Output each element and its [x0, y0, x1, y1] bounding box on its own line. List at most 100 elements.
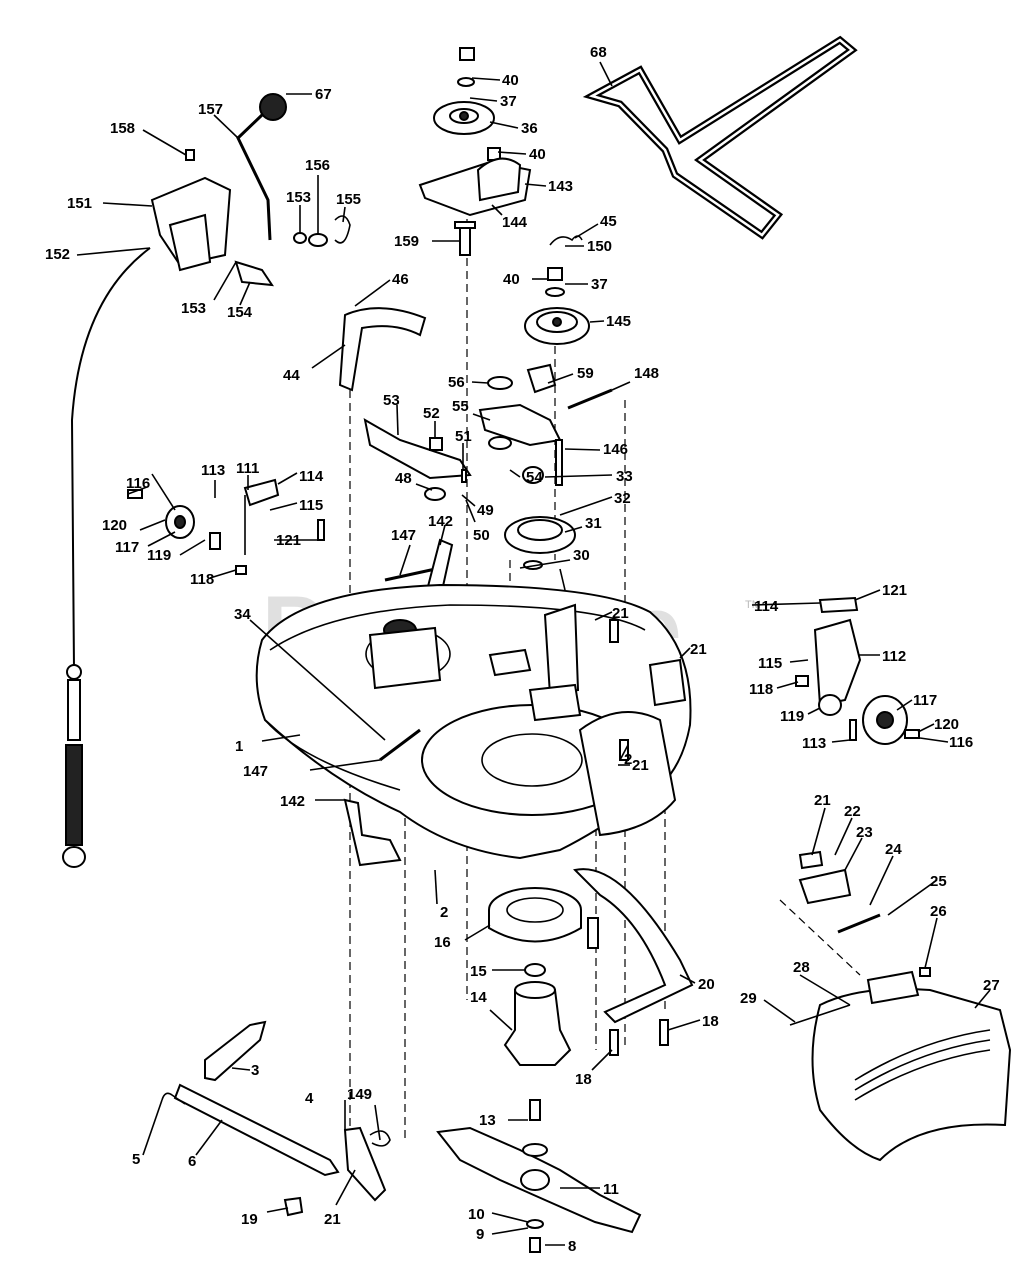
callout-59: 59: [577, 365, 594, 382]
callout-144: 144: [502, 214, 528, 231]
callout-119: 119: [780, 708, 804, 725]
callout-14: 14: [470, 989, 487, 1006]
callout-153: 153: [286, 189, 311, 206]
callout-22: 22: [844, 803, 861, 820]
idler-assembly-middle: [524, 235, 590, 345]
callout-18: 18: [702, 1013, 719, 1030]
callout-143: 143: [548, 178, 573, 195]
callout-25: 25: [930, 873, 947, 890]
callout-52: 52: [423, 405, 440, 422]
callout-147: 147: [391, 527, 416, 544]
callout-120: 120: [102, 517, 127, 534]
callout-113: 113: [201, 462, 225, 479]
callout-152: 152: [45, 246, 70, 263]
callout-31: 31: [585, 515, 602, 532]
callout-157: 157: [198, 101, 223, 118]
drive-belt: [582, 35, 858, 240]
callout-11: 11: [603, 1181, 619, 1198]
callout-2: 2: [624, 751, 632, 768]
callout-158: 158: [110, 120, 135, 137]
callout-153: 153: [181, 300, 206, 317]
deck-lift-left-cluster: [127, 478, 325, 575]
callout-21: 21: [324, 1211, 341, 1228]
callout-146: 146: [603, 441, 628, 458]
mower-deck: [255, 583, 692, 860]
callout-15: 15: [470, 963, 487, 980]
callout-40: 40: [502, 72, 519, 89]
callout-29: 29: [740, 990, 757, 1007]
callout-116: 116: [126, 475, 150, 492]
callout-116: 116: [949, 734, 973, 751]
callout-150: 150: [587, 238, 612, 255]
callout-21: 21: [814, 792, 831, 809]
callout-154: 154: [227, 304, 253, 321]
callout-156: 156: [305, 157, 330, 174]
callout-26: 26: [930, 903, 947, 920]
callout-37: 37: [591, 276, 608, 293]
callout-155: 155: [336, 191, 361, 208]
callout-121: 121: [882, 582, 907, 599]
callout-111: 111: [236, 460, 259, 477]
callout-159: 159: [394, 233, 419, 250]
deck-lift-right-cluster: [795, 596, 920, 745]
callout-51: 51: [455, 428, 472, 445]
callout-45: 45: [600, 213, 617, 230]
callout-54: 54: [526, 469, 543, 486]
callout-114: 114: [754, 598, 779, 615]
callout-67: 67: [315, 86, 332, 103]
callout-6: 6: [188, 1153, 196, 1170]
callout-44: 44: [283, 367, 300, 384]
callout-16: 16: [434, 934, 451, 951]
callout-19: 19: [241, 1211, 258, 1228]
callout-121: 121: [276, 532, 301, 549]
callout-50: 50: [473, 527, 490, 544]
callout-115: 115: [299, 497, 323, 514]
callout-147: 147: [243, 763, 268, 780]
callout-21: 21: [632, 757, 649, 774]
callout-145: 145: [606, 313, 631, 330]
callout-21: 21: [612, 605, 629, 622]
callout-30: 30: [573, 547, 590, 564]
callout-49: 49: [477, 502, 494, 519]
callout-120: 120: [934, 716, 959, 733]
callout-117: 117: [913, 692, 937, 709]
callout-32: 32: [614, 490, 631, 507]
callout-18: 18: [575, 1071, 592, 1088]
lift-links: [161, 1020, 391, 1217]
callout-9: 9: [476, 1226, 484, 1243]
leader-lines: [76, 61, 991, 1246]
callout-23: 23: [856, 824, 873, 841]
callout-13: 13: [479, 1112, 496, 1129]
callout-53: 53: [383, 392, 400, 409]
callout-labels: 68 40 37 36 40 143 144 159 45 150 40 37 …: [45, 44, 1000, 1255]
callout-142: 142: [428, 513, 453, 530]
callout-142: 142: [280, 793, 305, 810]
callout-151: 151: [67, 195, 92, 212]
callout-48: 48: [395, 470, 412, 487]
callout-33: 33: [616, 468, 633, 485]
callout-2: 2: [440, 904, 448, 921]
callout-8: 8: [568, 1238, 576, 1255]
callout-36: 36: [521, 120, 538, 137]
callout-68: 68: [590, 44, 607, 61]
callout-148: 148: [634, 365, 659, 382]
callout-10: 10: [468, 1206, 485, 1223]
callout-149: 149: [347, 1086, 372, 1103]
callout-113: 113: [802, 735, 826, 752]
callout-28: 28: [793, 959, 810, 976]
callout-117: 117: [115, 539, 139, 556]
idler-assembly-top: [418, 47, 532, 256]
callout-37: 37: [500, 93, 517, 110]
callout-1: 1: [235, 738, 243, 755]
callout-55: 55: [452, 398, 469, 415]
callout-4: 4: [305, 1090, 314, 1107]
callout-40: 40: [529, 146, 546, 163]
callout-118: 118: [749, 681, 773, 698]
deck-top-parts: [338, 307, 613, 612]
belt-shield: [789, 850, 1012, 1162]
callout-20: 20: [698, 976, 715, 993]
callout-24: 24: [885, 841, 902, 858]
callout-27: 27: [983, 977, 1000, 994]
callout-118: 118: [190, 571, 214, 588]
callout-46: 46: [392, 271, 409, 288]
